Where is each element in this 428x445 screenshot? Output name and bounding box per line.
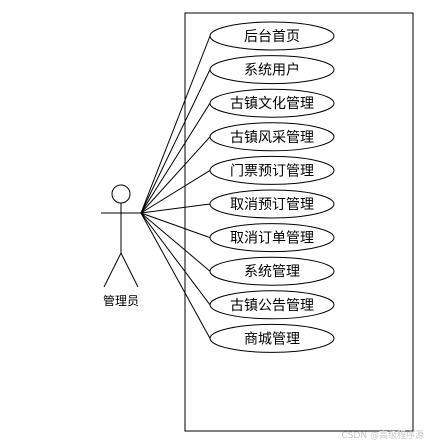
association-line bbox=[140, 203, 211, 214]
use-case: 系统用户 bbox=[209, 55, 335, 85]
association-line bbox=[140, 35, 211, 214]
use-case: 系统管理 bbox=[209, 256, 335, 286]
use-case-ellipse bbox=[209, 323, 335, 353]
association-line bbox=[140, 212, 211, 306]
use-case: 取消订单管理 bbox=[209, 223, 335, 253]
use-case-label: 门票预订管理 bbox=[230, 163, 314, 179]
association-line bbox=[140, 212, 211, 272]
association-line bbox=[140, 169, 211, 214]
actor-figure bbox=[101, 184, 141, 288]
use-case-label: 系统用户 bbox=[244, 62, 300, 79]
actor-head bbox=[111, 184, 131, 204]
use-case-ellipse bbox=[209, 155, 335, 185]
use-case: 取消预订管理 bbox=[209, 189, 335, 219]
use-case-label: 商城管理 bbox=[244, 331, 300, 347]
association-line bbox=[140, 102, 211, 214]
association-line bbox=[140, 212, 211, 339]
use-case-ellipse bbox=[209, 55, 335, 85]
use-case: 门票预订管理 bbox=[209, 155, 335, 185]
use-case-ellipse bbox=[209, 88, 335, 118]
association-lines bbox=[140, 35, 211, 339]
use-case-label: 取消订单管理 bbox=[230, 231, 314, 247]
association-line bbox=[140, 212, 211, 239]
actor-left-leg bbox=[103, 252, 122, 288]
use-case-label: 系统管理 bbox=[244, 264, 300, 280]
use-case-ellipse bbox=[209, 223, 335, 253]
use-case-ellipse bbox=[209, 256, 335, 286]
actor-right-leg bbox=[120, 252, 139, 288]
use-case-ellipse bbox=[209, 189, 335, 219]
use-case-label: 古镇文化管理 bbox=[230, 96, 314, 112]
association-line bbox=[140, 136, 211, 214]
association-line bbox=[140, 69, 211, 214]
use-case-ellipse bbox=[209, 290, 335, 320]
system-boundary bbox=[184, 12, 414, 432]
use-case: 商城管理 bbox=[209, 323, 335, 353]
use-case: 古镇公告管理 bbox=[209, 290, 335, 320]
use-case-ellipse bbox=[209, 122, 335, 152]
use-case-label: 古镇公告管理 bbox=[230, 298, 314, 314]
use-case-label: 古镇风采管理 bbox=[230, 130, 314, 146]
use-case: 古镇文化管理 bbox=[209, 88, 335, 118]
use-case-ellipse bbox=[209, 21, 335, 51]
use-case: 后台首页 bbox=[209, 21, 335, 51]
use-case-label: 后台首页 bbox=[244, 29, 300, 45]
actor-label: 管理员 bbox=[103, 293, 139, 308]
watermark: CSDN @高级程序源 bbox=[341, 429, 424, 441]
use-case-group: 后台首页系统用户古镇文化管理古镇风采管理门票预订管理取消预订管理取消订单管理系统… bbox=[209, 21, 335, 353]
use-case-label: 取消预订管理 bbox=[230, 197, 314, 213]
use-case: 古镇风采管理 bbox=[209, 122, 335, 152]
